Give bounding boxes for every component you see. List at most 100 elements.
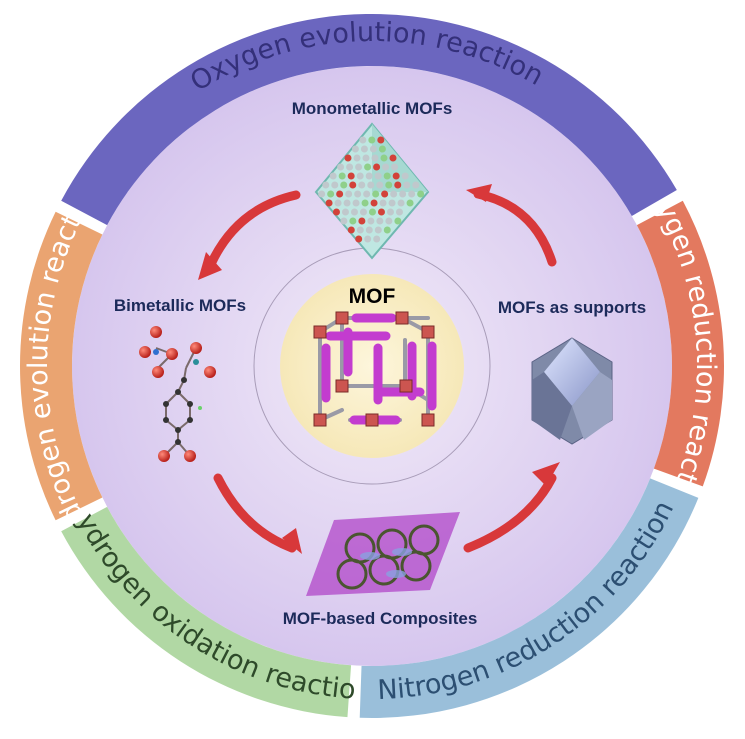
crystal-atom bbox=[355, 163, 363, 171]
crystal-atom bbox=[367, 217, 375, 225]
stage-label-monometallic: Monometallic MOFs bbox=[292, 99, 453, 118]
crystal-atom bbox=[318, 190, 326, 198]
arrow-heads bbox=[198, 184, 560, 554]
ring-segment bbox=[636, 200, 724, 487]
crystal-atom bbox=[364, 163, 372, 171]
crystal-atom bbox=[334, 199, 342, 207]
ring-segment bbox=[359, 478, 699, 719]
crystal-atom bbox=[373, 235, 381, 243]
crystal-atom bbox=[377, 208, 385, 216]
crystal-atom bbox=[380, 154, 388, 162]
crystal-atom bbox=[358, 181, 366, 189]
crystal-atom bbox=[389, 154, 397, 162]
crystal-atom bbox=[363, 190, 371, 198]
crystal-atom bbox=[371, 154, 379, 162]
reaction-ring bbox=[20, 13, 724, 719]
crystal-atom bbox=[365, 172, 373, 180]
crystal-atom bbox=[360, 145, 368, 153]
crystal-atom bbox=[385, 217, 393, 225]
crystal-atom bbox=[355, 235, 363, 243]
crystal-atom bbox=[352, 199, 360, 207]
crystal-atom bbox=[344, 154, 352, 162]
crystal-atom bbox=[373, 163, 381, 171]
crystal-atom bbox=[351, 145, 359, 153]
crystal-atom bbox=[338, 172, 346, 180]
center-title: MOF bbox=[349, 285, 396, 308]
mof-composite-icon bbox=[306, 512, 460, 596]
crystal-atom bbox=[359, 136, 367, 144]
crystal-atom bbox=[379, 199, 387, 207]
arrow-mono-to-bi bbox=[207, 190, 301, 267]
crystal-atom bbox=[376, 181, 384, 189]
crystal-atom bbox=[343, 199, 351, 207]
crystal-atom bbox=[347, 172, 355, 180]
crystal-atom bbox=[390, 190, 398, 198]
crystal-atom bbox=[377, 136, 385, 144]
crystal-atom bbox=[345, 190, 353, 198]
arrow-support-to-mono bbox=[473, 189, 557, 267]
crystal-atom bbox=[391, 163, 399, 171]
crystal-atom bbox=[372, 190, 380, 198]
crystal-atom bbox=[346, 163, 354, 171]
crystal-atom bbox=[354, 190, 362, 198]
crystal-atom bbox=[365, 226, 373, 234]
mof-cube-icon bbox=[313, 311, 437, 427]
crystal-atom bbox=[381, 190, 389, 198]
crystal-atom bbox=[399, 190, 407, 198]
ring-segment bbox=[61, 13, 677, 226]
cycle-arrows bbox=[207, 189, 557, 553]
mof-support-icon bbox=[531, 337, 613, 445]
crystal-atom bbox=[367, 181, 375, 189]
crystal-atom bbox=[383, 226, 391, 234]
crystal-atom bbox=[417, 190, 425, 198]
crystal-atom bbox=[412, 181, 420, 189]
crystal-atom bbox=[356, 172, 364, 180]
crystal-atom bbox=[336, 190, 344, 198]
crystal-atom bbox=[358, 217, 366, 225]
ring-segment bbox=[20, 211, 103, 521]
crystal-atom bbox=[322, 181, 330, 189]
stage-label-composites: MOF-based Composites bbox=[283, 609, 478, 628]
crystal-atom bbox=[395, 208, 403, 216]
arrow-bi-to-composite bbox=[213, 473, 297, 553]
crystal-atom bbox=[374, 172, 382, 180]
crystal-atom bbox=[378, 145, 386, 153]
crystal-atom bbox=[337, 163, 345, 171]
crystal-atom bbox=[374, 226, 382, 234]
stage-label-supports: MOFs as supports bbox=[498, 298, 646, 317]
stage-label-bimetallic: Bimetallic MOFs bbox=[114, 296, 246, 315]
ring-segment bbox=[61, 506, 352, 718]
crystal-atom bbox=[340, 217, 348, 225]
crystal-atom bbox=[325, 199, 333, 207]
crystal-atom bbox=[392, 172, 400, 180]
crystal-atom bbox=[403, 181, 411, 189]
crystal-atom bbox=[362, 154, 370, 162]
bimetallic-mof-icon bbox=[139, 326, 216, 462]
crystal-atom bbox=[385, 181, 393, 189]
crystal-atom bbox=[347, 226, 355, 234]
crystal-atom bbox=[368, 208, 376, 216]
crystal-atom bbox=[369, 145, 377, 153]
crystal-atom bbox=[332, 208, 340, 216]
crystal-atom bbox=[340, 181, 348, 189]
crystal-atom bbox=[383, 172, 391, 180]
crystal-atom bbox=[329, 172, 337, 180]
crystal-atom bbox=[388, 199, 396, 207]
crystal-atom bbox=[331, 181, 339, 189]
crystal-atom bbox=[394, 181, 402, 189]
crystal-atom bbox=[327, 190, 335, 198]
crystal-atom bbox=[359, 208, 367, 216]
crystal-atom bbox=[364, 235, 372, 243]
crystal-atom bbox=[350, 208, 358, 216]
crystal-atom bbox=[401, 172, 409, 180]
crystal-atom bbox=[361, 199, 369, 207]
crystal-atom bbox=[341, 208, 349, 216]
crystal-atom bbox=[353, 154, 361, 162]
crystal-atom bbox=[368, 136, 376, 144]
crystal-atom bbox=[394, 217, 402, 225]
crystal-atom bbox=[356, 226, 364, 234]
crystal-atom bbox=[406, 199, 414, 207]
crystal-atom bbox=[408, 190, 416, 198]
crystal-atom bbox=[382, 163, 390, 171]
